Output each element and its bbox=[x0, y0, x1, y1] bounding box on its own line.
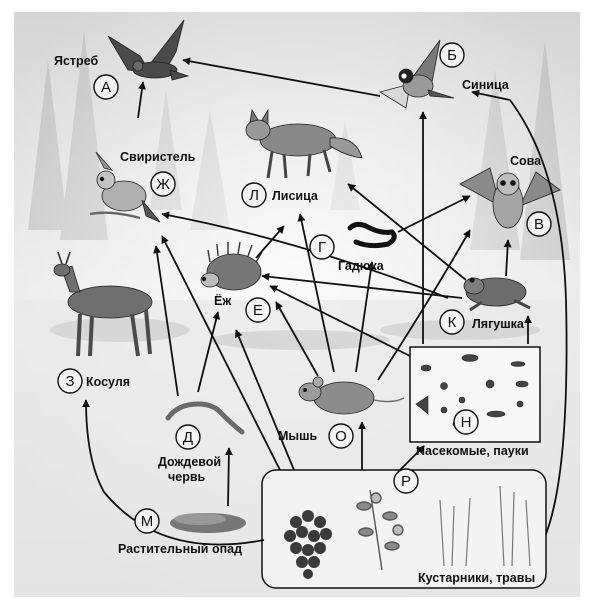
letter-circle-frog: К bbox=[439, 309, 465, 335]
tit-drawing bbox=[378, 39, 455, 109]
owl-drawing bbox=[459, 167, 561, 229]
arrow-frog-to-hedgehog bbox=[261, 272, 463, 299]
arrow-mouse-to-owl bbox=[377, 229, 471, 381]
letter-circle-waxwing: Ж bbox=[150, 171, 176, 197]
svg-text:О: О bbox=[335, 428, 347, 445]
label-roe: Косуля bbox=[86, 375, 130, 389]
arrow-litter-to-worm bbox=[224, 447, 233, 507]
label-hedgehog: Ёж bbox=[214, 293, 231, 308]
hedgehog-drawing bbox=[200, 241, 263, 291]
arrow-plants-to-hedgehog bbox=[235, 329, 295, 471]
plants-box bbox=[261, 469, 547, 589]
label-mouse: Мышь bbox=[278, 429, 318, 443]
arrow-frog-to-waxwing bbox=[161, 211, 449, 299]
frog-drawing bbox=[463, 277, 531, 312]
name-labels: Ястреб Синица Сова Гадюка Дождевой червь… bbox=[54, 54, 542, 585]
label-litter: Растительный опад bbox=[118, 542, 242, 556]
svg-text:Д: Д bbox=[183, 429, 193, 446]
svg-text:Е: Е bbox=[253, 302, 263, 319]
svg-text:Ж: Ж bbox=[156, 176, 170, 193]
arrow-hedgehog-to-fox bbox=[255, 225, 285, 259]
letter-circle-fox: Л bbox=[241, 182, 267, 208]
food-web-arrows bbox=[82, 57, 568, 546]
label-worm-line2: червь bbox=[168, 470, 206, 484]
svg-text:В: В bbox=[534, 216, 544, 233]
label-plants: Кустарники, травы bbox=[418, 571, 535, 585]
arrow-waxwing-to-hawk bbox=[137, 81, 146, 119]
label-viper: Гадюка bbox=[338, 259, 385, 273]
svg-text:З: З bbox=[65, 373, 74, 390]
letter-circle-litter: М bbox=[134, 508, 160, 534]
label-waxwing: Свиристель bbox=[120, 150, 196, 164]
letter-circle-hawk: А bbox=[93, 74, 119, 100]
letter-circle-insects: Н bbox=[453, 409, 479, 435]
label-worm-line1: Дождевой bbox=[158, 455, 221, 469]
letter-circle-roe: З bbox=[57, 368, 83, 394]
arrow-mouse-to-viper bbox=[355, 261, 375, 373]
letter-circle-viper: Г bbox=[309, 234, 335, 260]
letter-circle-owl: В bbox=[526, 211, 552, 237]
letter-circle-mouse: О bbox=[328, 423, 354, 449]
arrow-worm-to-waxwing bbox=[153, 245, 179, 397]
arrow-frog-to-fox bbox=[347, 183, 467, 281]
arrow-plants-to-waxwing bbox=[161, 235, 281, 471]
letter-circle-hedgehog: Е bbox=[245, 297, 271, 323]
letter-circle-tit: Б bbox=[439, 42, 465, 68]
arrow-worm-to-hedgehog bbox=[197, 311, 221, 393]
letter-circles: А Б В Г Д Е Ж З К Л М Н О Р bbox=[57, 42, 552, 534]
svg-text:Н: Н bbox=[461, 414, 472, 431]
svg-text:Л: Л bbox=[249, 187, 259, 204]
litter-drawing bbox=[170, 513, 246, 533]
svg-text:Г: Г bbox=[318, 239, 326, 256]
viper-drawing bbox=[347, 221, 397, 249]
arrow-frog-to-owl bbox=[503, 239, 512, 277]
arrow-plants-to-tit bbox=[471, 89, 568, 535]
svg-text:К: К bbox=[448, 314, 457, 331]
label-fox: Лисица bbox=[272, 189, 319, 203]
arrow-viper-to-owl bbox=[397, 195, 471, 233]
letter-circle-worm: Д bbox=[175, 424, 201, 450]
arrow-plants-to-roe bbox=[82, 399, 265, 546]
svg-text:М: М bbox=[141, 513, 154, 530]
label-frog: Лягушка bbox=[472, 317, 525, 331]
fox-drawing bbox=[245, 108, 363, 179]
label-insects: Насекомые, пауки bbox=[416, 444, 529, 458]
arrow-tit-to-hawk bbox=[182, 57, 381, 97]
label-owl: Сова bbox=[510, 154, 542, 168]
arrow-mouse-to-hedgehog bbox=[275, 301, 319, 377]
arrow-insects-to-hedgehog bbox=[269, 285, 411, 357]
svg-text:Б: Б bbox=[447, 47, 457, 64]
letter-circle-plants: Р bbox=[393, 468, 419, 494]
svg-text:А: А bbox=[101, 79, 111, 96]
arrow-mouse-to-fox bbox=[297, 213, 335, 373]
mouse-drawing bbox=[298, 376, 405, 415]
hawk-drawing bbox=[107, 19, 190, 81]
label-tit: Синица bbox=[462, 78, 510, 92]
label-hawk: Ястреб bbox=[54, 54, 98, 68]
svg-text:Р: Р bbox=[401, 473, 411, 490]
waxwing-drawing bbox=[89, 151, 161, 223]
roe-deer-drawing bbox=[53, 251, 153, 357]
arrow-plants-to-insects bbox=[399, 445, 425, 471]
worm-drawing bbox=[165, 401, 245, 435]
